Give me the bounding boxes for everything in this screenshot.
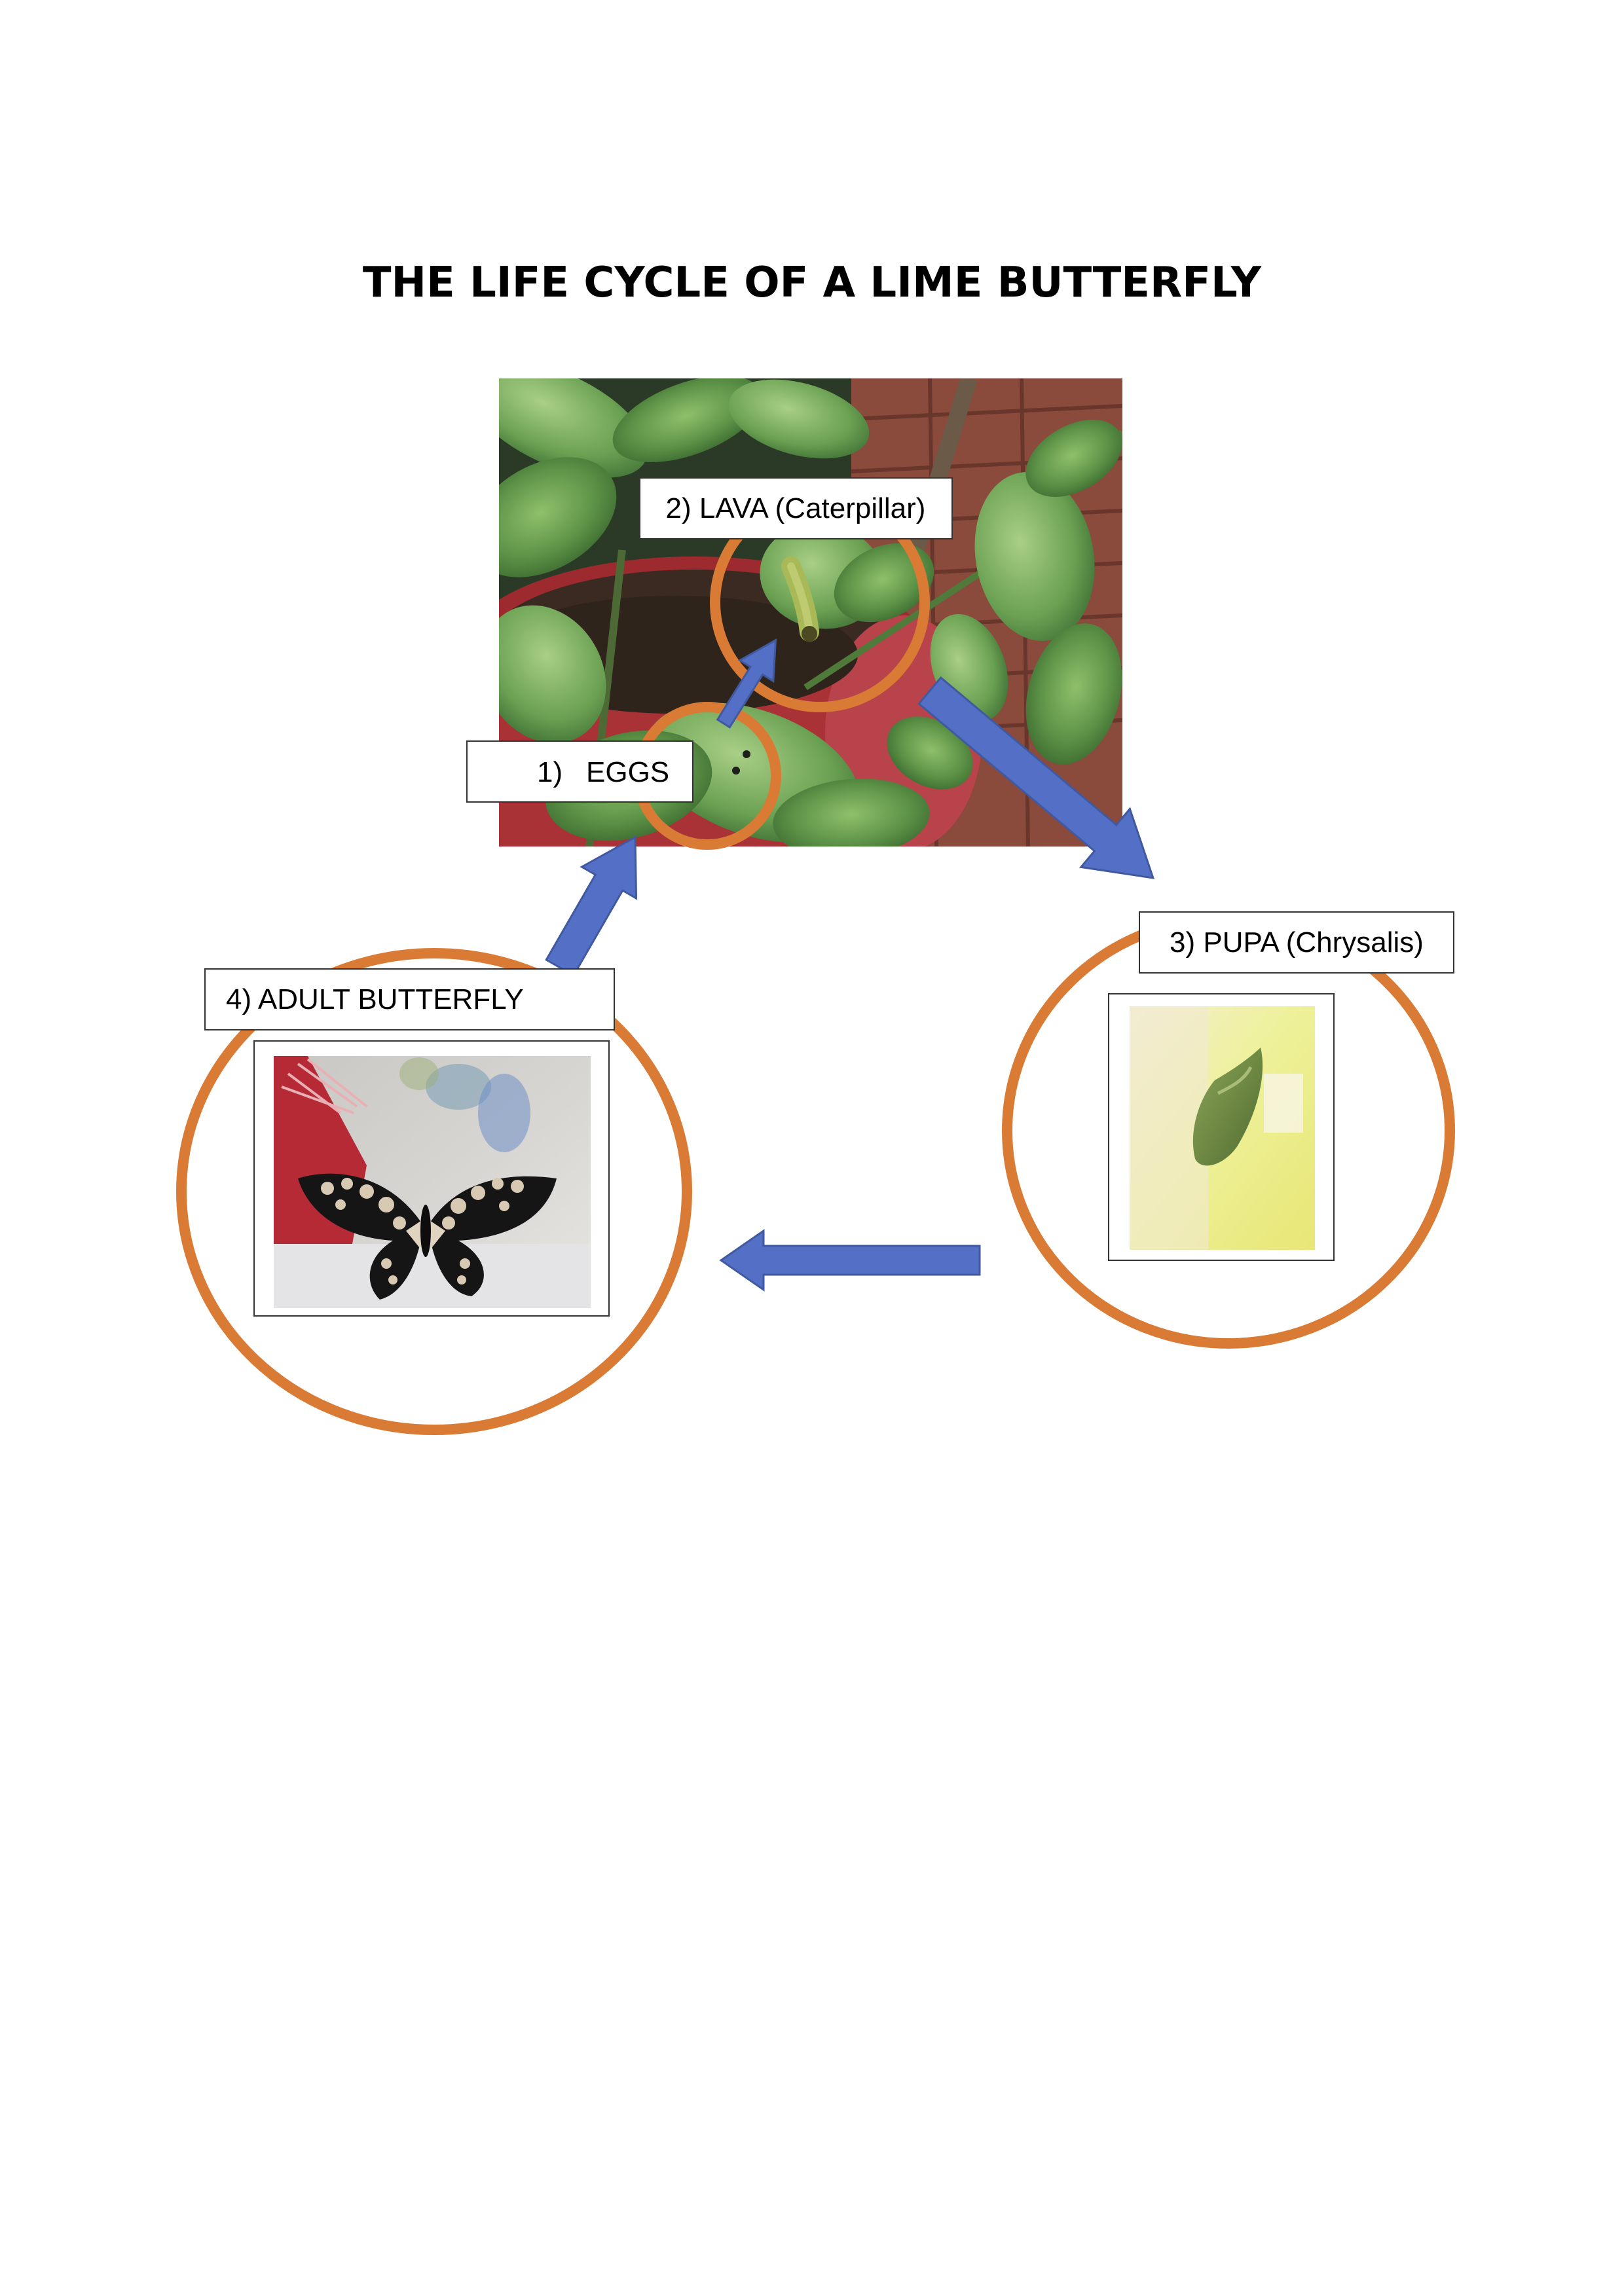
- arrow-eggs-to-larva-icon: [716, 638, 777, 729]
- label-eggs: 1) EGGS: [466, 740, 693, 803]
- label-larva: 2) LAVA (Caterpillar): [639, 477, 953, 539]
- arrow-pupa-to-adult-icon: [719, 1229, 981, 1292]
- page-title: THE LIFE CYCLE OF A LIME BUTTERFLY: [362, 259, 1262, 307]
- label-eggs-text: EGGS: [586, 756, 669, 788]
- label-adult-text: 4) ADULT BUTTERFLY: [226, 983, 524, 1015]
- label-larva-text: 2) LAVA (Caterpillar): [666, 492, 926, 524]
- arrow-larva-to-pupa-icon: [917, 676, 1155, 879]
- caterpillar: [781, 556, 819, 642]
- arrow-adult-to-eggs-icon: [545, 835, 638, 977]
- butterfly-photo: [274, 1056, 591, 1308]
- label-pupa-text: 3) PUPA (Chrysalis): [1170, 926, 1424, 958]
- butterfly: [298, 1173, 557, 1300]
- pupa-photo: [1130, 1006, 1315, 1250]
- label-pupa: 3) PUPA (Chrysalis): [1139, 911, 1454, 974]
- egg-dots: [732, 750, 750, 774]
- adult-highlight-ring: [176, 948, 692, 1435]
- label-adult: 4) ADULT BUTTERFLY: [204, 968, 615, 1030]
- label-eggs-number: 1): [537, 756, 563, 788]
